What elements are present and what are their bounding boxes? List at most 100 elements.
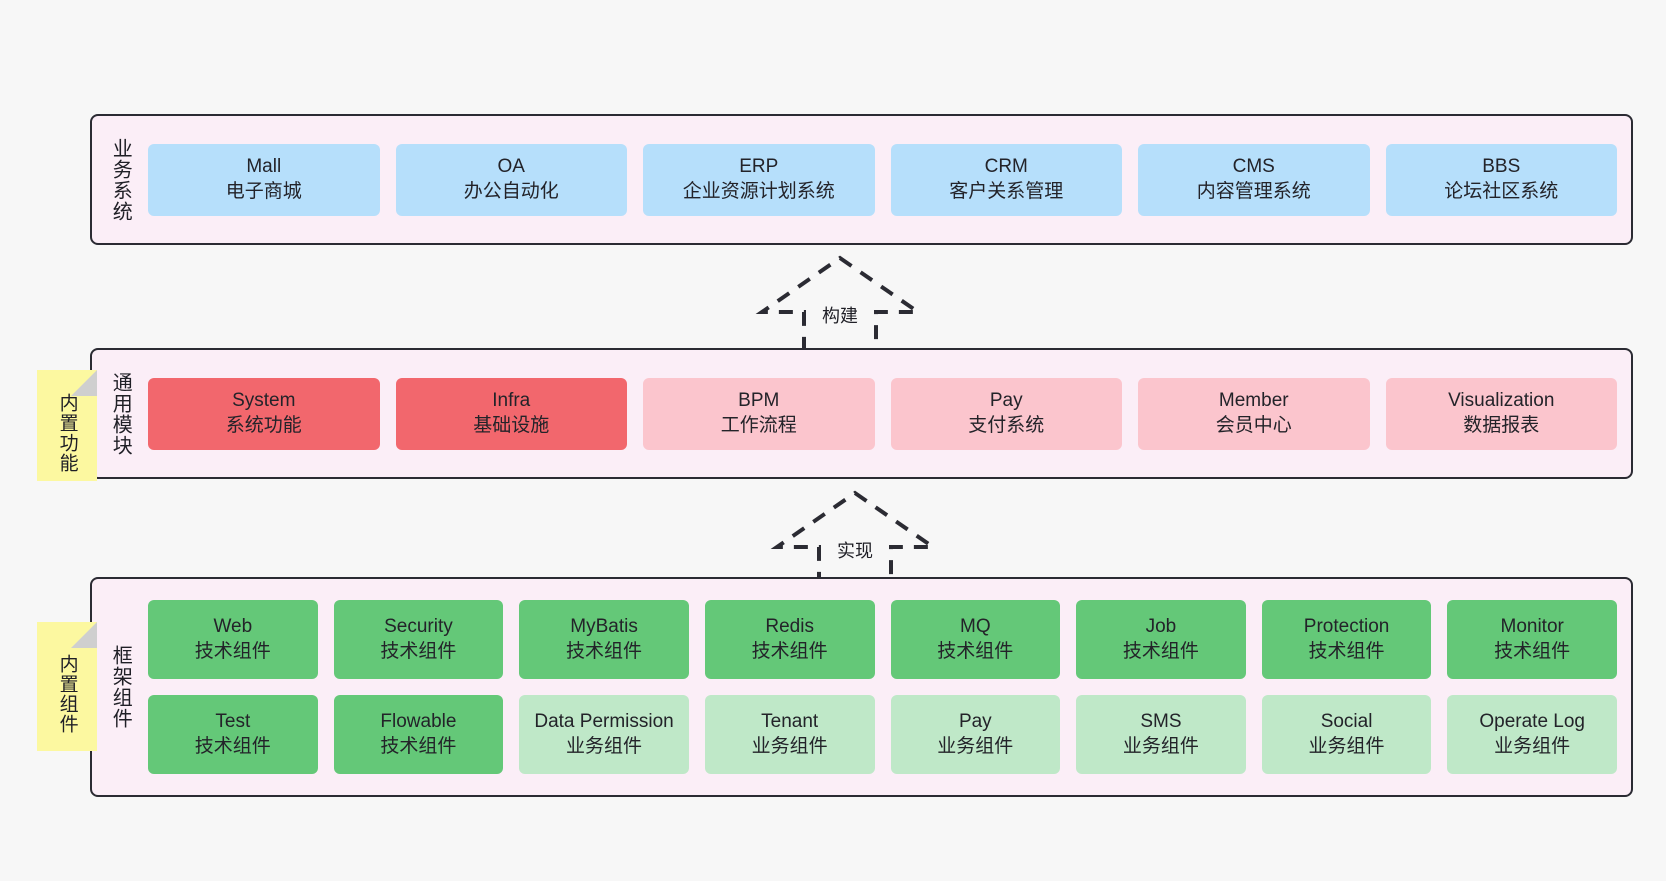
card-protection-title: Protection bbox=[1303, 616, 1390, 638]
card-crm-title: CRM bbox=[984, 156, 1028, 178]
card-crm-subtitle: 客户关系管理 bbox=[949, 180, 1064, 202]
card-tenant-subtitle: 业务组件 bbox=[751, 735, 828, 757]
connector-implement-label: 实现 bbox=[837, 541, 873, 561]
card-cms-subtitle: 内容管理系统 bbox=[1196, 180, 1311, 202]
card-mq[interactable]: MQ 技术组件 bbox=[890, 600, 1061, 679]
card-pay-module[interactable]: Pay 支付系统 bbox=[890, 377, 1122, 450]
framework-tech-row: Web 技术组件 Security 技术组件 MyBatis 技术组件 Redi… bbox=[148, 600, 1617, 679]
card-web-title: Web bbox=[213, 616, 253, 638]
card-data-permission-title: Data Permission bbox=[534, 711, 674, 733]
card-test-title: Test bbox=[215, 711, 251, 733]
layer-body-framework-components: Web 技术组件 Security 技术组件 MyBatis 技术组件 Redi… bbox=[148, 579, 1631, 795]
card-monitor[interactable]: Monitor 技术组件 bbox=[1447, 600, 1617, 679]
card-mall-title: Mall bbox=[246, 156, 282, 178]
card-pay-component[interactable]: Pay 业务组件 bbox=[890, 695, 1061, 774]
card-flowable-subtitle: 技术组件 bbox=[380, 735, 457, 757]
layer-body-business-systems: Mall 电子商城 OA 办公自动化 ERP 企业资源计划系统 CRM 客户关系… bbox=[148, 116, 1631, 243]
card-oa-subtitle: 办公自动化 bbox=[463, 180, 559, 202]
card-flowable[interactable]: Flowable 技术组件 bbox=[333, 695, 504, 774]
card-infra[interactable]: Infra 基础设施 bbox=[395, 377, 627, 450]
card-test-subtitle: 技术组件 bbox=[194, 735, 271, 757]
card-monitor-title: Monitor bbox=[1500, 616, 1564, 638]
card-infra-subtitle: 基础设施 bbox=[473, 414, 550, 436]
card-security[interactable]: Security 技术组件 bbox=[333, 600, 504, 679]
connector-build-label: 构建 bbox=[822, 306, 858, 326]
card-erp-subtitle: 企业资源计划系统 bbox=[682, 180, 835, 202]
card-mall-subtitle: 电子商城 bbox=[225, 180, 302, 202]
card-bpm[interactable]: BPM 工作流程 bbox=[643, 377, 875, 450]
card-mq-title: MQ bbox=[960, 616, 991, 638]
card-web[interactable]: Web 技术组件 bbox=[148, 600, 318, 679]
card-erp[interactable]: ERP 企业资源计划系统 bbox=[643, 143, 875, 216]
card-protection[interactable]: Protection 技术组件 bbox=[1261, 600, 1432, 679]
card-bpm-subtitle: 工作流程 bbox=[720, 414, 797, 436]
card-erp-title: ERP bbox=[739, 156, 779, 178]
general-modules-row: System 系统功能 Infra 基础设施 BPM 工作流程 Pay 支付系统… bbox=[148, 377, 1617, 450]
layer-body-general-modules: System 系统功能 Infra 基础设施 BPM 工作流程 Pay 支付系统… bbox=[148, 350, 1631, 477]
card-visualization[interactable]: Visualization 数据报表 bbox=[1385, 377, 1617, 450]
card-operate-log-subtitle: 业务组件 bbox=[1494, 735, 1571, 757]
card-monitor-subtitle: 技术组件 bbox=[1494, 640, 1571, 662]
card-social-subtitle: 业务组件 bbox=[1308, 735, 1385, 757]
card-mybatis[interactable]: MyBatis 技术组件 bbox=[519, 600, 689, 679]
card-sms[interactable]: SMS 业务组件 bbox=[1076, 695, 1246, 774]
card-redis-subtitle: 技术组件 bbox=[751, 640, 828, 662]
card-mall[interactable]: Mall 电子商城 bbox=[148, 143, 380, 216]
card-mq-subtitle: 技术组件 bbox=[937, 640, 1014, 662]
card-flowable-title: Flowable bbox=[380, 711, 457, 733]
card-tenant-title: Tenant bbox=[761, 711, 819, 733]
card-sms-title: SMS bbox=[1140, 711, 1182, 733]
card-pay-component-subtitle: 业务组件 bbox=[937, 735, 1014, 757]
card-member[interactable]: Member 会员中心 bbox=[1138, 377, 1370, 450]
card-security-subtitle: 技术组件 bbox=[380, 640, 457, 662]
card-mybatis-subtitle: 技术组件 bbox=[566, 640, 643, 662]
card-cms-title: CMS bbox=[1232, 156, 1275, 178]
card-infra-title: Infra bbox=[492, 390, 531, 412]
card-redis[interactable]: Redis 技术组件 bbox=[704, 600, 875, 679]
card-social-title: Social bbox=[1320, 711, 1373, 733]
card-redis-title: Redis bbox=[765, 616, 814, 638]
card-member-title: Member bbox=[1218, 390, 1289, 412]
card-system-subtitle: 系统功能 bbox=[225, 414, 302, 436]
card-visualization-subtitle: 数据报表 bbox=[1463, 414, 1540, 436]
card-data-permission[interactable]: Data Permission 业务组件 bbox=[519, 695, 689, 774]
card-pay-module-subtitle: 支付系统 bbox=[968, 414, 1045, 436]
card-operate-log-title: Operate Log bbox=[1479, 711, 1585, 733]
card-social[interactable]: Social 业务组件 bbox=[1261, 695, 1432, 774]
card-protection-subtitle: 技术组件 bbox=[1308, 640, 1385, 662]
card-oa[interactable]: OA 办公自动化 bbox=[395, 143, 627, 216]
layer-general-modules: 通用模块 System 系统功能 Infra 基础设施 BPM 工作流程 Pay… bbox=[90, 348, 1633, 479]
connector-implement-arrow: 实现 bbox=[770, 487, 940, 587]
card-data-permission-subtitle: 业务组件 bbox=[566, 735, 643, 757]
card-job[interactable]: Job 技术组件 bbox=[1076, 600, 1246, 679]
layer-title-framework-components: 框架组件 bbox=[109, 645, 132, 729]
card-sms-subtitle: 业务组件 bbox=[1122, 735, 1199, 757]
layer-title-business-systems: 业务系统 bbox=[109, 137, 132, 222]
card-pay-module-title: Pay bbox=[989, 390, 1023, 412]
layer-framework-components: 框架组件 Web 技术组件 Security 技术组件 MyBatis 技术组件… bbox=[90, 577, 1633, 797]
connector-build-arrow: 构建 bbox=[755, 252, 925, 352]
note-builtin-components: 内置组件 bbox=[37, 622, 97, 751]
card-web-subtitle: 技术组件 bbox=[194, 640, 271, 662]
card-operate-log[interactable]: Operate Log 业务组件 bbox=[1447, 695, 1617, 774]
layer-business-systems: 业务系统 Mall 电子商城 OA 办公自动化 ERP 企业资源计划系统 CRM… bbox=[90, 114, 1633, 245]
card-crm[interactable]: CRM 客户关系管理 bbox=[890, 143, 1122, 216]
card-system-title: System bbox=[232, 390, 296, 412]
card-test[interactable]: Test 技术组件 bbox=[148, 695, 318, 774]
card-tenant[interactable]: Tenant 业务组件 bbox=[704, 695, 875, 774]
card-bpm-title: BPM bbox=[738, 390, 780, 412]
card-member-subtitle: 会员中心 bbox=[1215, 414, 1292, 436]
card-visualization-title: Visualization bbox=[1448, 390, 1555, 412]
card-system[interactable]: System 系统功能 bbox=[148, 377, 380, 450]
business-systems-row: Mall 电子商城 OA 办公自动化 ERP 企业资源计划系统 CRM 客户关系… bbox=[148, 143, 1617, 216]
card-bbs-subtitle: 论坛社区系统 bbox=[1444, 180, 1559, 202]
card-job-subtitle: 技术组件 bbox=[1122, 640, 1199, 662]
card-security-title: Security bbox=[384, 616, 453, 638]
card-bbs[interactable]: BBS 论坛社区系统 bbox=[1385, 143, 1617, 216]
card-cms[interactable]: CMS 内容管理系统 bbox=[1138, 143, 1370, 216]
card-pay-component-title: Pay bbox=[958, 711, 992, 733]
card-bbs-title: BBS bbox=[1482, 156, 1521, 178]
note-builtin-features: 内置功能 bbox=[37, 370, 97, 481]
layer-title-general-modules: 通用模块 bbox=[109, 371, 132, 456]
